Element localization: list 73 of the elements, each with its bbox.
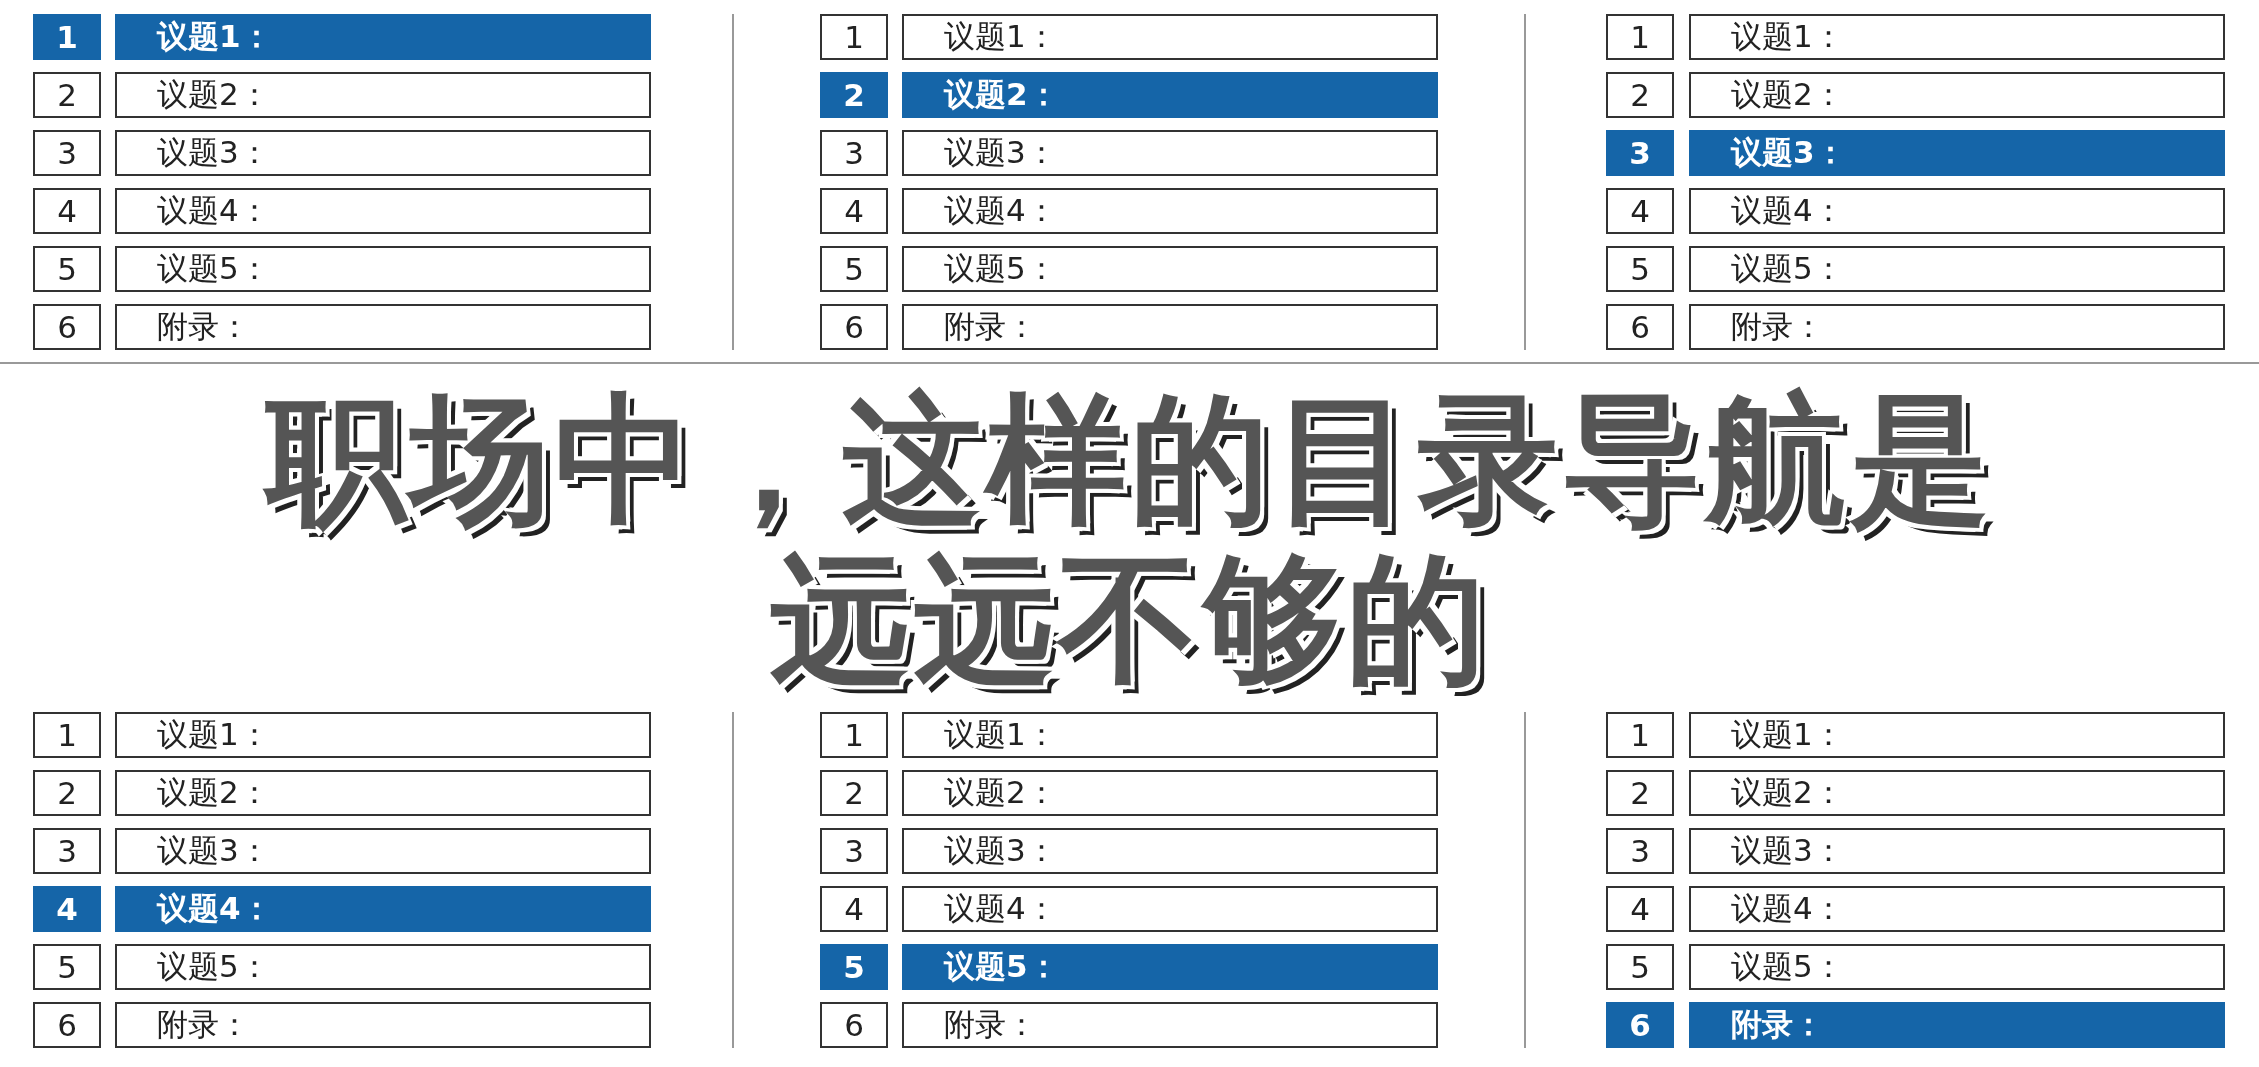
number-box: 5 — [1606, 246, 1674, 292]
number-box: 3 — [820, 130, 888, 176]
number-box: 1 — [820, 14, 888, 60]
topic-box: 议题2： — [1689, 72, 2225, 118]
number-box: 5 — [1606, 944, 1674, 990]
topic-box: 议题2： — [902, 770, 1438, 816]
topic-box: 议题2： — [902, 72, 1438, 118]
number-box: 3 — [33, 130, 101, 176]
number-box: 2 — [820, 770, 888, 816]
topic-box: 议题3： — [115, 130, 651, 176]
number-box: 2 — [1606, 770, 1674, 816]
topic-box: 议题5： — [1689, 944, 2225, 990]
topic-box: 议题1： — [1689, 712, 2225, 758]
number-box: 2 — [1606, 72, 1674, 118]
number-box: 4 — [1606, 188, 1674, 234]
topic-box: 议题1： — [115, 14, 651, 60]
topic-box: 议题2： — [115, 770, 651, 816]
topic-box: 议题4： — [115, 886, 651, 932]
number-box: 1 — [1606, 712, 1674, 758]
topic-box: 议题4： — [1689, 188, 2225, 234]
number-box: 6 — [1606, 1002, 1674, 1048]
topic-box: 议题5： — [1689, 246, 2225, 292]
number-box: 2 — [33, 770, 101, 816]
number-box: 2 — [33, 72, 101, 118]
number-box: 1 — [33, 712, 101, 758]
number-box: 2 — [820, 72, 888, 118]
number-box: 4 — [820, 188, 888, 234]
number-box: 6 — [33, 304, 101, 350]
headline: 职场中，这样的目录导航是远远不够的 — [230, 380, 2030, 700]
topic-box: 附录： — [115, 1002, 651, 1048]
topic-box: 议题1： — [902, 712, 1438, 758]
topic-box: 附录： — [115, 304, 651, 350]
number-box: 3 — [1606, 130, 1674, 176]
number-box: 1 — [33, 14, 101, 60]
number-box: 4 — [1606, 886, 1674, 932]
number-box: 5 — [33, 246, 101, 292]
topic-box: 议题3： — [115, 828, 651, 874]
number-box: 3 — [820, 828, 888, 874]
topic-box: 议题2： — [115, 72, 651, 118]
topic-box: 附录： — [902, 1002, 1438, 1048]
number-box: 4 — [33, 188, 101, 234]
number-box: 5 — [33, 944, 101, 990]
number-box: 1 — [820, 712, 888, 758]
number-box: 5 — [820, 944, 888, 990]
topic-box: 议题4： — [902, 886, 1438, 932]
topic-box: 议题5： — [902, 944, 1438, 990]
topic-box: 附录： — [902, 304, 1438, 350]
number-box: 6 — [33, 1002, 101, 1048]
number-box: 5 — [820, 246, 888, 292]
topic-box: 议题3： — [902, 130, 1438, 176]
number-box: 1 — [1606, 14, 1674, 60]
number-box: 4 — [33, 886, 101, 932]
topic-box: 议题1： — [1689, 14, 2225, 60]
topic-box: 议题3： — [902, 828, 1438, 874]
topic-box: 议题4： — [902, 188, 1438, 234]
topic-box: 附录： — [1689, 304, 2225, 350]
number-box: 6 — [820, 304, 888, 350]
topic-box: 议题4： — [115, 188, 651, 234]
topic-box: 议题4： — [1689, 886, 2225, 932]
number-box: 6 — [820, 1002, 888, 1048]
topic-box: 议题1： — [115, 712, 651, 758]
topic-box: 议题3： — [1689, 828, 2225, 874]
topic-box: 议题5： — [902, 246, 1438, 292]
topic-box: 议题3： — [1689, 130, 2225, 176]
topic-box: 附录： — [1689, 1002, 2225, 1048]
topic-box: 议题5： — [115, 944, 651, 990]
topic-box: 议题1： — [902, 14, 1438, 60]
number-box: 3 — [1606, 828, 1674, 874]
number-box: 3 — [33, 828, 101, 874]
number-box: 6 — [1606, 304, 1674, 350]
number-box: 4 — [820, 886, 888, 932]
topic-box: 议题5： — [115, 246, 651, 292]
topic-box: 议题2： — [1689, 770, 2225, 816]
